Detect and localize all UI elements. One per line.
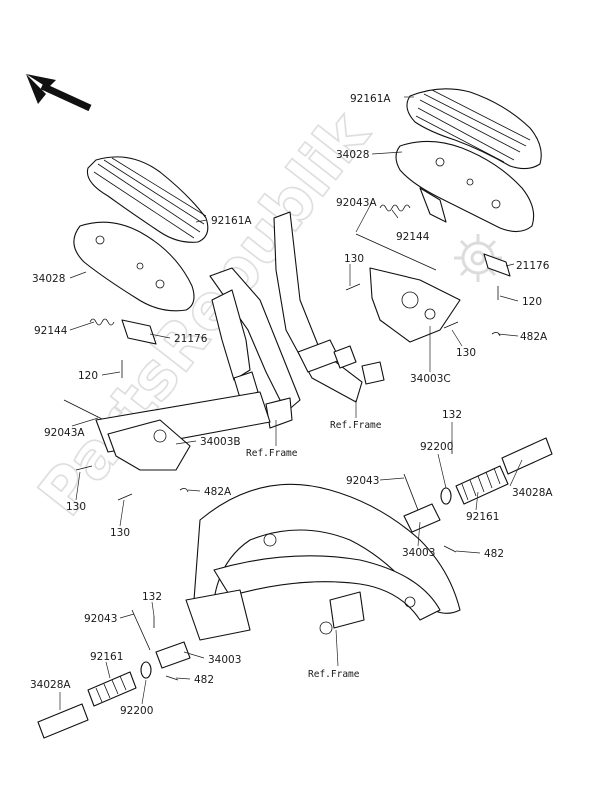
label-34028a-left: 34028A (30, 679, 71, 691)
label-120-left: 120 (78, 370, 98, 382)
label-482-left: 482 (194, 674, 214, 686)
label-130-mid: 130 (456, 347, 476, 359)
label-34003-right: 34003 (402, 547, 435, 559)
bracket-34003c (369, 267, 461, 343)
footpeg-cover-left (37, 703, 89, 739)
footpeg-cover-right (501, 437, 553, 475)
floorboard-mat-right (406, 88, 542, 170)
north-west-arrow-icon (26, 74, 92, 112)
label-482a-left: 482A (204, 486, 232, 498)
floorboard-plate-left (73, 221, 195, 312)
label-132-right: 132 (442, 409, 462, 421)
floorboard-mat-left (86, 156, 209, 243)
left-floorboard-assembly (63, 156, 271, 501)
footpeg-rubber-right (455, 465, 509, 505)
label-92043-right: 92043 (346, 475, 379, 487)
label-130-left-1: 130 (66, 501, 86, 513)
left-footpeg-assembly (37, 609, 191, 739)
label-92200-left: 92200 (120, 705, 153, 717)
label-130-left-2: 130 (110, 527, 130, 539)
label-482-right: 482 (484, 548, 504, 560)
label-34028-top: 34028 (336, 149, 369, 161)
part-labels: 92161A 34028 92043A 92144 130 21176 120 … (30, 93, 553, 717)
lower-frame (185, 483, 461, 641)
label-92161-right: 92161 (466, 511, 499, 523)
label-92161a-top: 92161A (350, 93, 391, 105)
label-34028a-right: 34028A (512, 487, 553, 499)
right-footpeg-assembly (403, 437, 553, 553)
ref-frame-label-3: Ref.Frame (308, 669, 360, 680)
label-92043-left: 92043 (84, 613, 117, 625)
right-floorboard-assembly (345, 88, 542, 343)
label-92144-left: 92144 (34, 325, 68, 337)
label-34003c: 34003C (410, 373, 451, 385)
watermark-text: PartsRepublik (24, 97, 384, 529)
footpeg-rubber-left (87, 671, 137, 707)
ref-frame-label-2: Ref.Frame (330, 420, 382, 431)
label-34003-left: 34003 (208, 654, 241, 666)
label-92161a-left: 92161A (211, 215, 252, 227)
label-21176-right: 21176 (516, 260, 550, 272)
spring-left (89, 318, 115, 326)
label-92200-right: 92200 (420, 441, 453, 453)
label-21176-left: 21176 (174, 333, 208, 345)
label-92161-left: 92161 (90, 651, 123, 663)
floorboard-plate-right (395, 140, 535, 233)
label-92043a-top: 92043A (336, 197, 377, 209)
ref-frame-label-1: Ref.Frame (246, 448, 298, 459)
bracket-34003b (107, 419, 191, 471)
label-120-right: 120 (522, 296, 542, 308)
label-92144-top: 92144 (396, 231, 430, 243)
label-130-top: 130 (344, 253, 364, 265)
label-34003b: 34003B (200, 436, 241, 448)
leader-lines (59, 96, 523, 710)
label-132-left: 132 (142, 591, 162, 603)
spring-right (379, 204, 411, 212)
label-92043a-left: 92043A (44, 427, 85, 439)
label-482a-right: 482A (520, 331, 548, 343)
reference-labels: Ref.Frame Ref.Frame Ref.Frame (246, 420, 382, 680)
center-frame (209, 211, 385, 429)
label-34028-left: 34028 (32, 273, 65, 285)
